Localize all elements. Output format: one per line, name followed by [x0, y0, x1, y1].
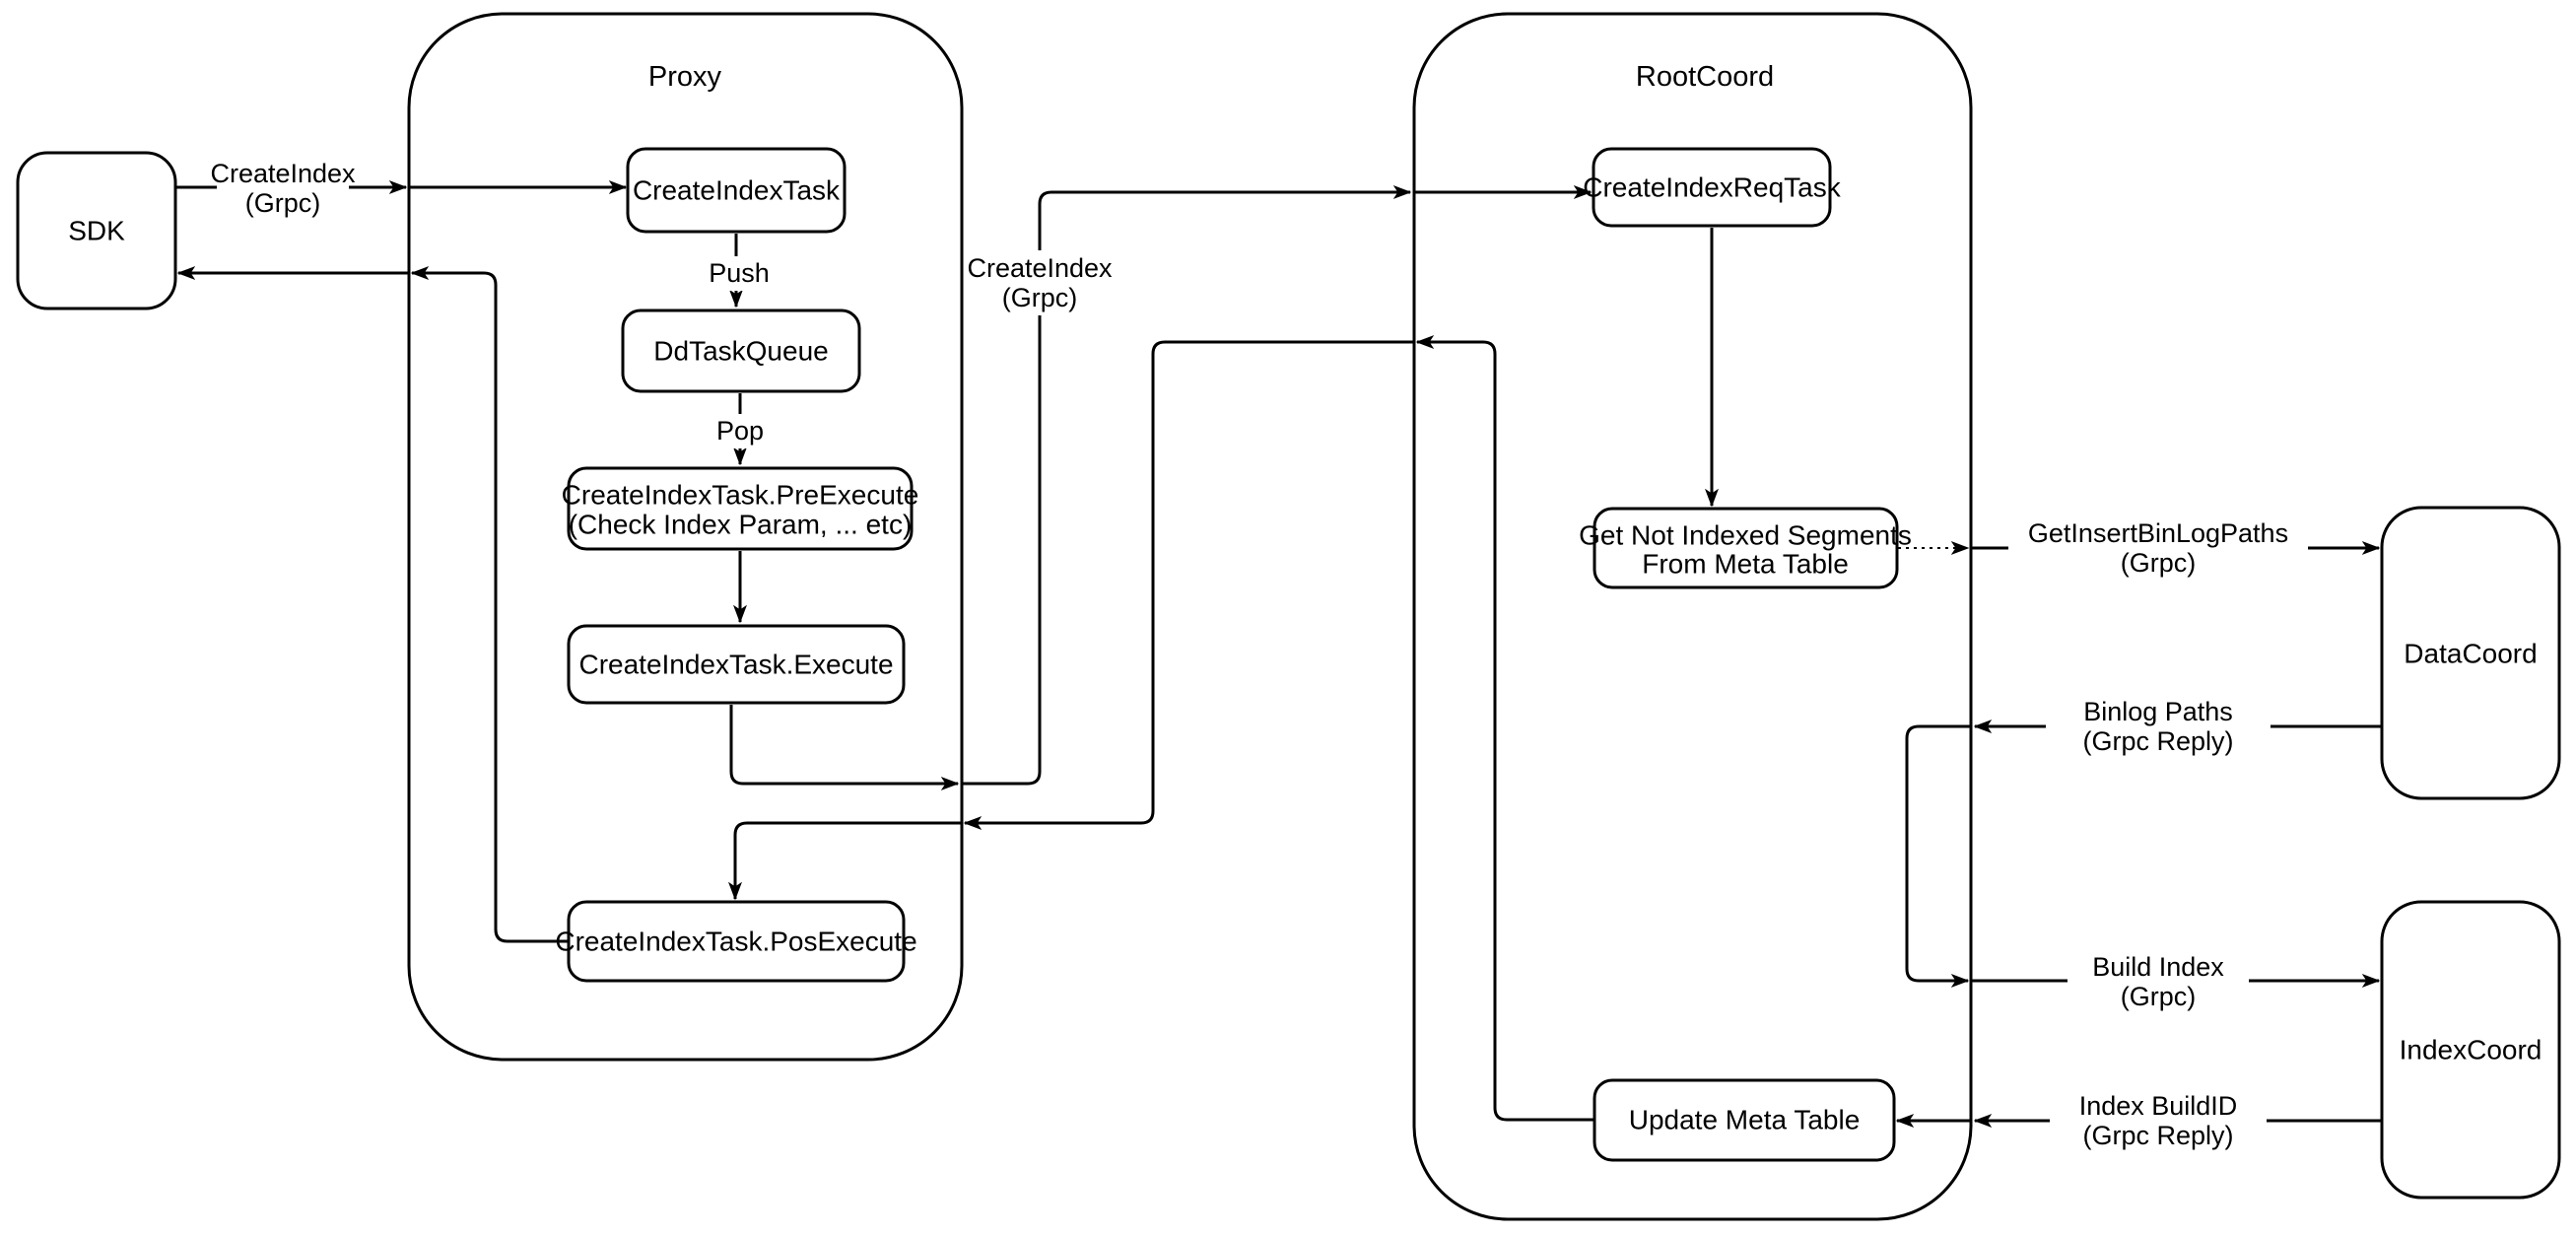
getnotindexedsegments-label-line1: Get Not Indexed Segments [1579, 520, 1912, 551]
ddtaskqueue-node [621, 309, 861, 393]
getnotindexedsegments-label-line2: From Meta Table [1642, 549, 1849, 580]
buildindex-label-bg [2068, 952, 2249, 1011]
getnotindexedsegments-node [1593, 507, 1899, 589]
edge-rootcoord-inner-jog [1905, 724, 1971, 981]
getinsertbinlogpaths-label-line2: (Grpc) [2121, 548, 2197, 578]
sdk-node-label: SDK [68, 216, 125, 246]
ddtaskqueue-node-label: DdTaskQueue [653, 336, 828, 367]
pop-label-bg [712, 414, 769, 448]
edge-posexecute-to-proxy-edge [412, 273, 569, 943]
createindexreqtask-node-label: CreateIndexReqTask [1583, 172, 1841, 203]
indexcoord-node [2380, 900, 2561, 1200]
edge-execute-to-proxy-edge [729, 705, 958, 784]
edge-createindex-grpc-to-rootcoord [963, 192, 1410, 786]
buildindex-label-line2: (Grpc) [2121, 982, 2197, 1011]
updatemetatable-node-label: Update Meta Table [1629, 1105, 1861, 1135]
execute-node-label: CreateIndexTask.Execute [578, 650, 893, 680]
execute-node [567, 624, 906, 705]
buildindex-label-line1: Build Index [2092, 952, 2224, 982]
proxy-container-title: Proxy [648, 61, 722, 93]
posexecute-node-label: CreateIndexTask.PosExecute [555, 927, 916, 957]
pop-label: Pop [716, 416, 764, 446]
indexbuildid-label-line1: Index BuildID [2079, 1091, 2238, 1121]
sdk-node [16, 151, 177, 310]
preexecute-node-label-line1: CreateIndexTask.PreExecute [562, 480, 919, 511]
createindextask-node [626, 147, 847, 234]
updatemetatable-node [1593, 1078, 1896, 1162]
sdk-createindex-label-line1: CreateIndex [210, 159, 356, 188]
getinsertbinlogpaths-label-line1: GetInsertBinLogPaths [2028, 518, 2288, 548]
createindexreqtask-node [1592, 147, 1832, 228]
proxy-createindex-label-line2: (Grpc) [1002, 283, 1078, 312]
proxy-container [407, 12, 964, 1062]
proxy-createindex-label-bg [970, 250, 1110, 315]
edge-updatemeta-to-rootcoord-edge [1417, 342, 1594, 1122]
indexbuildid-label-line2: (Grpc Reply) [2082, 1121, 2233, 1150]
binlogpaths-label-line2: (Grpc Reply) [2082, 726, 2233, 756]
getinsertbinlogpaths-label-bg [2008, 517, 2308, 579]
push-label-bg [706, 256, 773, 291]
posexecute-node [567, 900, 906, 983]
createindextask-node-label: CreateIndexTask [633, 175, 841, 206]
preexecute-node [567, 466, 914, 551]
indexcoord-node-label: IndexCoord [2400, 1035, 2542, 1065]
sdk-createindex-label-line2: (Grpc) [245, 188, 321, 218]
indexbuildid-label-bg [2050, 1091, 2267, 1151]
preexecute-node-label-line2: (Check Index Param, ... etc) [569, 510, 913, 540]
proxy-createindex-label-line1: CreateIndex [967, 253, 1113, 283]
push-label: Push [709, 258, 770, 288]
edge-return-to-posexecute [735, 821, 961, 899]
binlogpaths-label-bg [2046, 696, 2271, 757]
sdk-createindex-label-bg [217, 158, 349, 219]
rootcoord-container [1412, 12, 1973, 1221]
binlogpaths-label-line1: Binlog Paths [2083, 697, 2233, 726]
datacoord-node-label: DataCoord [2404, 639, 2537, 669]
datacoord-node [2380, 506, 2561, 800]
rootcoord-container-title: RootCoord [1636, 61, 1774, 93]
edge-rootcoord-to-proxy-return [965, 340, 1413, 823]
